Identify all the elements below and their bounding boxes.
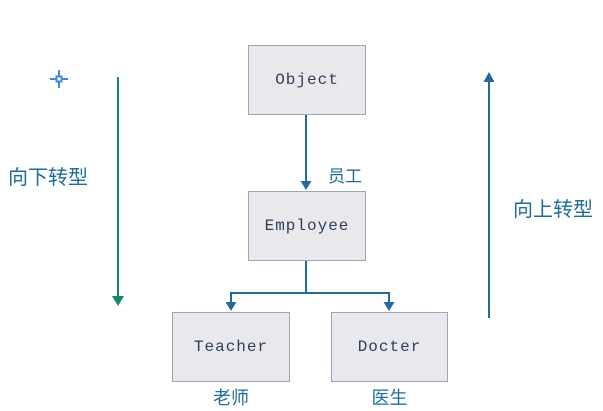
node-teacher[interactable]: Teacher xyxy=(172,312,290,382)
node-object[interactable]: Object xyxy=(248,45,366,115)
arrow-object-to-employee xyxy=(300,115,312,190)
downcast-arrow xyxy=(112,77,124,306)
node-teacher-label: Teacher xyxy=(193,338,269,356)
upcast-arrow xyxy=(483,72,495,318)
crosshair-cursor-icon xyxy=(50,70,68,88)
downcast-label: 向下转型 xyxy=(8,167,88,189)
node-employee-label: Employee xyxy=(264,217,350,235)
node-object-label: Object xyxy=(275,71,339,89)
employee-cn-label: 员工 xyxy=(328,167,362,186)
upcast-label: 向上转型 xyxy=(513,199,593,221)
teacher-cn-label: 老师 xyxy=(213,388,249,408)
connector-employee-children xyxy=(225,261,395,311)
node-docter-label: Docter xyxy=(357,338,422,356)
node-employee[interactable]: Employee xyxy=(248,191,366,261)
docter-cn-label: 医生 xyxy=(371,388,408,408)
node-docter[interactable]: Docter xyxy=(331,312,448,382)
